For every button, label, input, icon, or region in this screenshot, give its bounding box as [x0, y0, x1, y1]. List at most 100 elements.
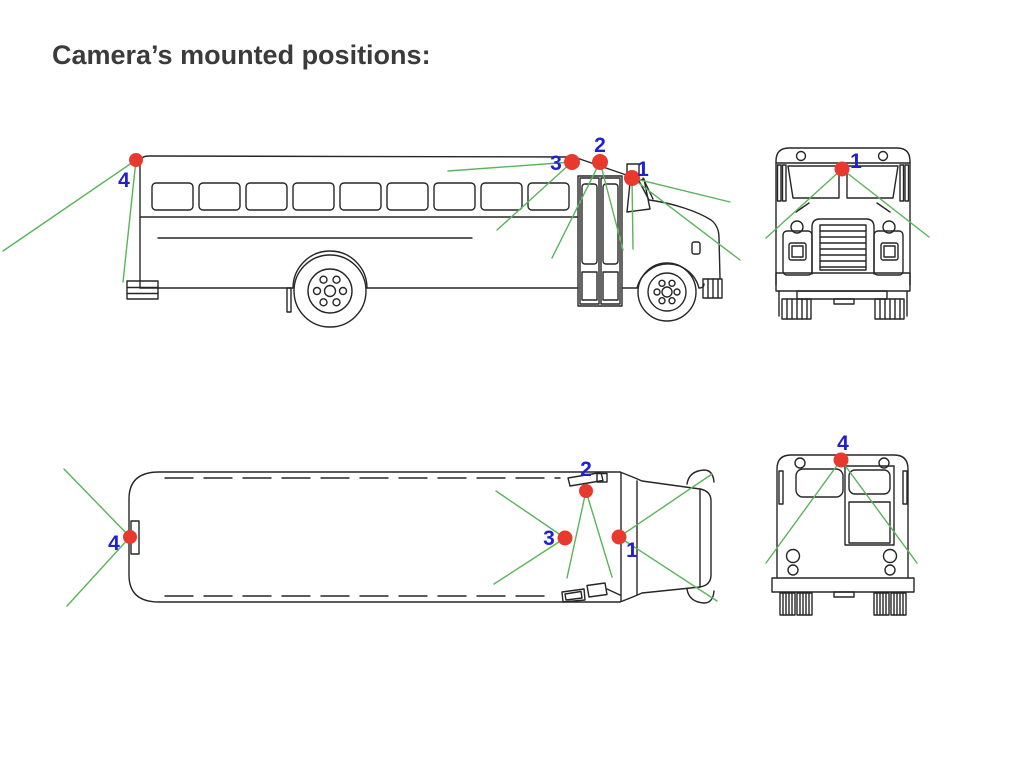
door-panel	[579, 177, 600, 305]
fov-line-camera4	[122, 159, 137, 283]
headlight	[788, 242, 807, 261]
headlight	[880, 242, 899, 261]
windshield-pane-right	[846, 165, 899, 199]
fov-line-camera1	[618, 536, 718, 602]
bus-underside	[139, 283, 705, 289]
camera-3-dot	[557, 530, 573, 546]
crossover-mirror	[686, 588, 715, 604]
pillar-strip	[781, 164, 787, 202]
rear-bumper-bar	[771, 577, 915, 593]
fov-line-camera1	[631, 177, 634, 250]
grille-slats	[819, 230, 867, 268]
rim	[307, 268, 353, 314]
fov-line-camera1	[631, 177, 731, 203]
wheel-block	[873, 592, 890, 616]
side-marker-light	[691, 241, 701, 255]
rear-bumper	[126, 280, 159, 300]
entry-door	[577, 175, 623, 307]
top-view-camera-dots	[123, 484, 627, 546]
camera-1-dot	[624, 170, 640, 186]
frame-edges	[778, 290, 908, 317]
camera-1-label: 1	[850, 150, 862, 173]
lug	[319, 275, 328, 284]
hub	[323, 284, 337, 298]
side-window	[433, 182, 476, 211]
side-window	[151, 182, 194, 211]
marker-light	[794, 457, 806, 469]
camera-2-label: 2	[580, 458, 592, 481]
windshield-pane-left	[787, 165, 840, 199]
front-bumper-lines	[707, 278, 719, 299]
lug	[338, 286, 348, 296]
camera-4-dot	[833, 452, 849, 468]
grille-box	[819, 224, 867, 271]
door-window	[602, 183, 619, 265]
camera-1-label: 1	[637, 158, 649, 181]
crossover-mirror	[686, 469, 715, 485]
rear-view	[771, 454, 915, 616]
pillar-strip	[904, 164, 910, 202]
front-view-fov-lines	[765, 168, 930, 239]
camera-4-dot	[123, 530, 137, 544]
hood-edges	[619, 471, 701, 603]
wheel-block	[779, 592, 796, 616]
pillar-strip	[899, 164, 905, 202]
fov-line-camera4	[2, 159, 137, 252]
headlight-box	[782, 230, 813, 276]
lug	[668, 279, 676, 287]
side-window	[198, 182, 241, 211]
wheel-hatch	[879, 298, 901, 320]
front-view-camera-dots	[834, 161, 850, 177]
headlight-top	[882, 220, 896, 234]
side-view-fov-lines	[2, 159, 741, 283]
fov-line-camera1	[631, 177, 741, 261]
tail-light	[787, 564, 799, 576]
tire	[637, 262, 697, 322]
headlight-inner	[883, 245, 896, 258]
wheel-hatch	[786, 298, 808, 320]
tail-light	[882, 548, 898, 564]
fov-line-camera2	[566, 490, 587, 579]
door-window	[581, 183, 598, 265]
lug	[332, 298, 341, 307]
mirror-arm-inner	[564, 590, 583, 601]
fov-line-camera3	[447, 161, 573, 172]
door-lower-panel	[581, 271, 598, 301]
lug	[658, 297, 666, 305]
camera-1-dot	[834, 161, 850, 177]
door-bar-end	[596, 472, 608, 483]
center-tab	[833, 591, 855, 598]
side-window	[386, 182, 429, 211]
camera-3-dot	[564, 154, 580, 170]
wheel-hatch	[876, 592, 887, 616]
fov-line-camera4	[63, 468, 131, 538]
camera-3-label: 3	[550, 152, 562, 175]
front-view-camera-labels: 1	[850, 150, 862, 173]
front-wheel	[637, 262, 697, 322]
door-lower-panel	[602, 271, 619, 301]
fov-line-camera1	[618, 473, 713, 538]
grille	[819, 224, 867, 271]
tire	[293, 254, 367, 328]
fov-line-camera4	[765, 459, 842, 564]
tail-light	[785, 548, 801, 564]
door-frame	[577, 175, 623, 307]
camera-4-label: 4	[108, 532, 120, 555]
emergency-door	[844, 465, 895, 546]
front-cap	[699, 488, 712, 588]
lug	[673, 288, 681, 296]
rear-wheel	[293, 254, 367, 328]
lug	[668, 297, 676, 305]
rear-wheel-arch	[292, 250, 368, 289]
fov-line-camera2	[599, 161, 624, 251]
page-title: Camera’s mounted positions:	[52, 40, 431, 70]
wipers	[795, 202, 891, 213]
rear-bumper-lines	[126, 286, 159, 295]
rim	[647, 272, 687, 312]
side-window	[339, 182, 382, 211]
camera-2-dot	[579, 484, 593, 498]
headlight-inner	[791, 245, 804, 258]
side-window	[245, 182, 288, 211]
lug	[332, 275, 341, 284]
